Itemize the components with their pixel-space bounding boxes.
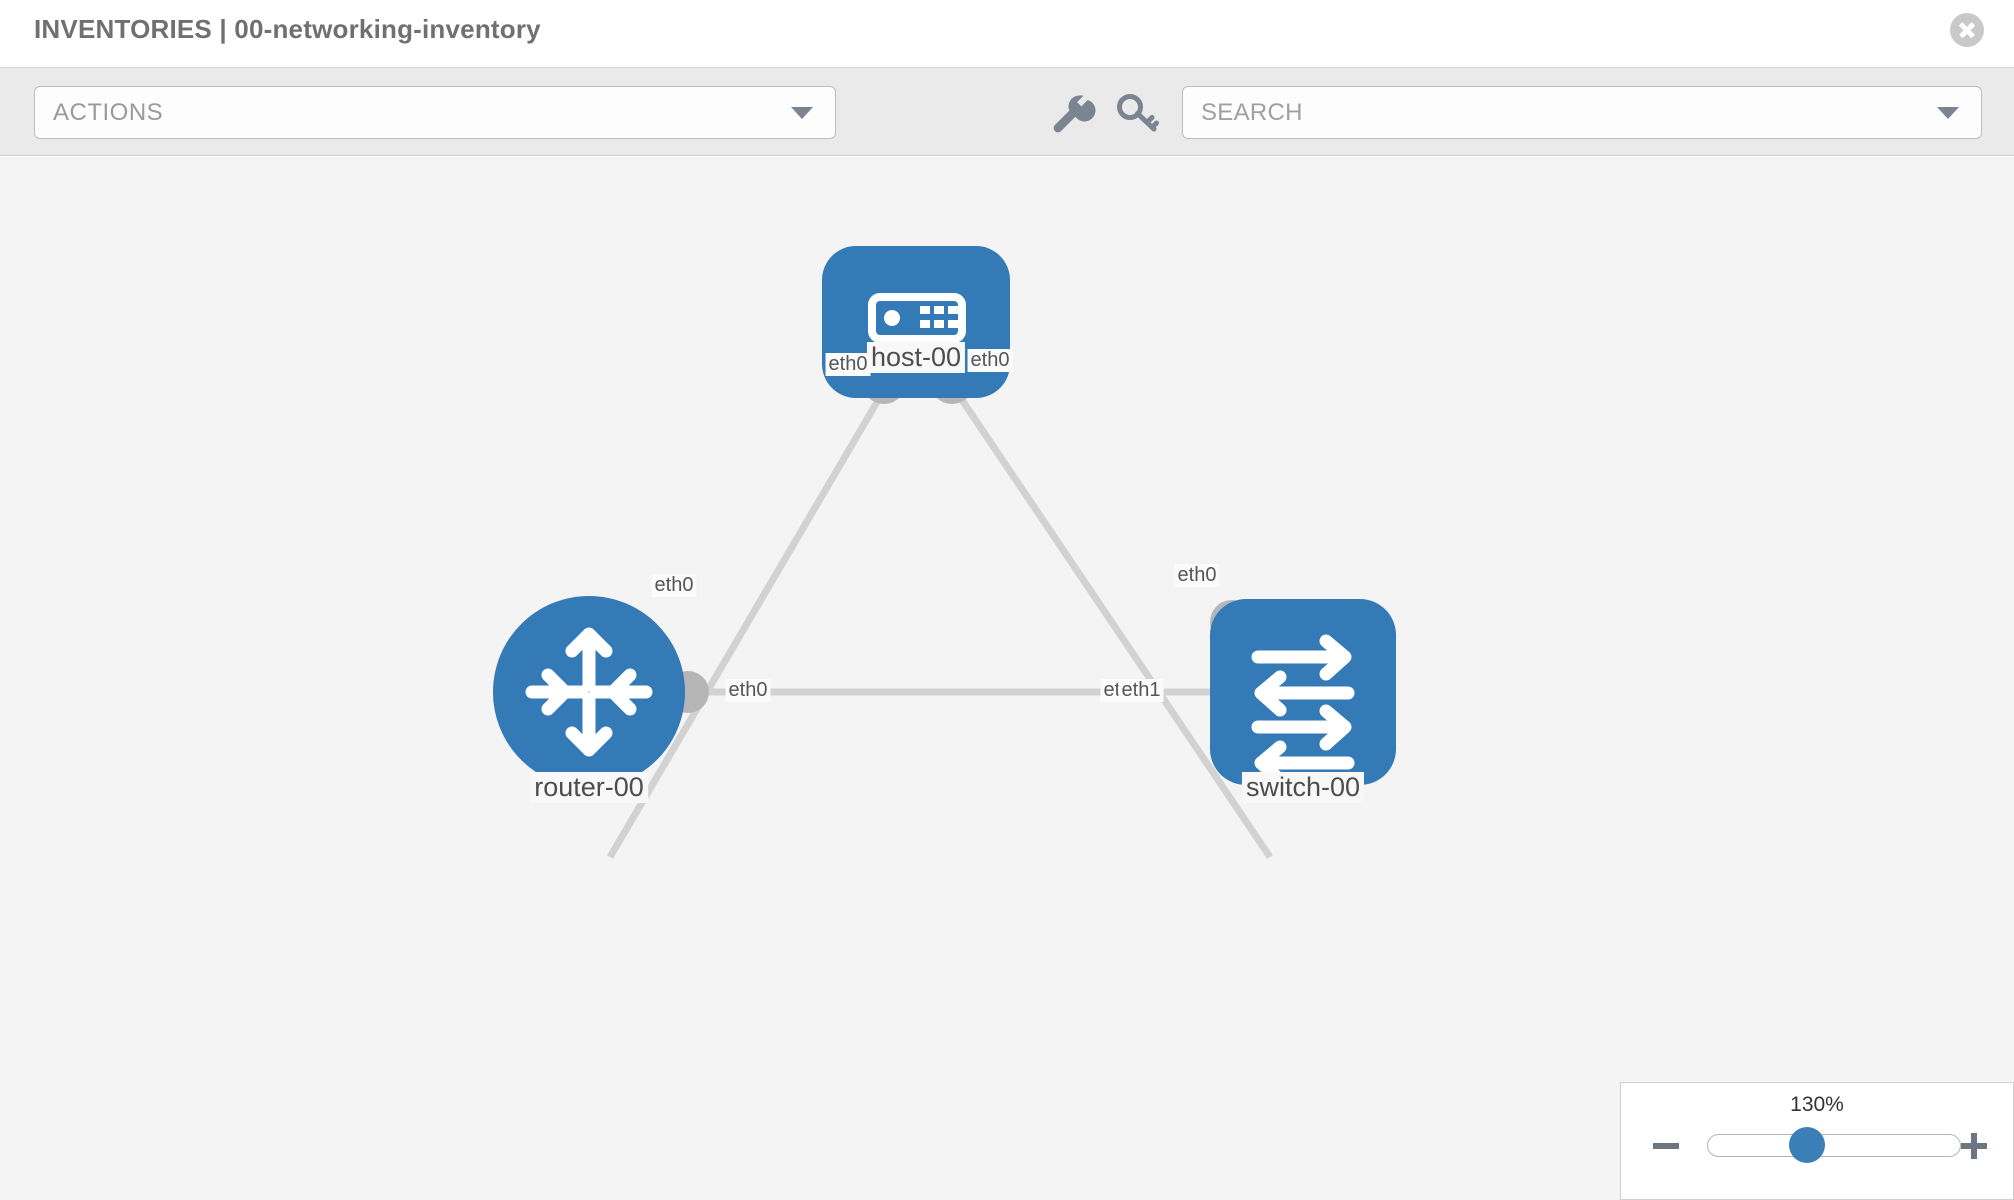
link-host-router <box>606 395 884 859</box>
graph-links <box>606 395 1273 859</box>
page-title: INVENTORIES | 00-networking-inventory <box>34 14 541 44</box>
zoom-slider-thumb[interactable] <box>1789 1127 1825 1163</box>
zoom-level-value: 130% <box>1790 1093 1844 1116</box>
iface-label-router-up: eth0 <box>651 574 697 597</box>
key-icon[interactable] <box>1113 88 1163 138</box>
iface-label-switch-up: eth0 <box>1174 564 1220 587</box>
graph-connectors <box>667 360 1257 713</box>
node-label-host: host-00 <box>866 342 966 373</box>
link-host-switch <box>957 395 1273 859</box>
zoom-in-button[interactable] <box>1957 1129 1991 1163</box>
topology-canvas[interactable]: host-00 router-00 switch-00 eth0 eth0 et… <box>0 157 2014 1200</box>
zoom-slider-track[interactable] <box>1707 1134 1961 1157</box>
topology-graph <box>493 246 1396 859</box>
close-icon[interactable] <box>1950 13 1984 47</box>
wrench-icon[interactable] <box>1046 88 1096 138</box>
actions-dropdown-label: ACTIONS <box>53 98 164 126</box>
node-router-00[interactable] <box>493 596 685 788</box>
iface-label-router-right: eth0 <box>725 679 771 702</box>
node-switch-00[interactable] <box>1210 599 1396 787</box>
zoom-control: 130% <box>1620 1082 2014 1200</box>
node-label-router: router-00 <box>530 772 648 803</box>
toolbar: ACTIONS SEARCH <box>0 68 2014 156</box>
zoom-out-button[interactable] <box>1649 1129 1683 1163</box>
chevron-down-icon <box>791 106 813 119</box>
actions-dropdown[interactable]: ACTIONS <box>34 86 836 139</box>
iface-label-host-left: eth0 <box>825 353 871 376</box>
page-header: INVENTORIES | 00-networking-inventory <box>0 0 2014 68</box>
search-placeholder: SEARCH <box>1201 98 1303 126</box>
chevron-down-icon[interactable] <box>1937 106 1959 119</box>
iface-label-host-right: eth0 <box>967 349 1013 372</box>
iface-label-switch-left-b: eth1 <box>1118 679 1164 702</box>
search-input[interactable]: SEARCH <box>1182 86 1982 139</box>
node-label-switch: switch-00 <box>1241 772 1365 803</box>
